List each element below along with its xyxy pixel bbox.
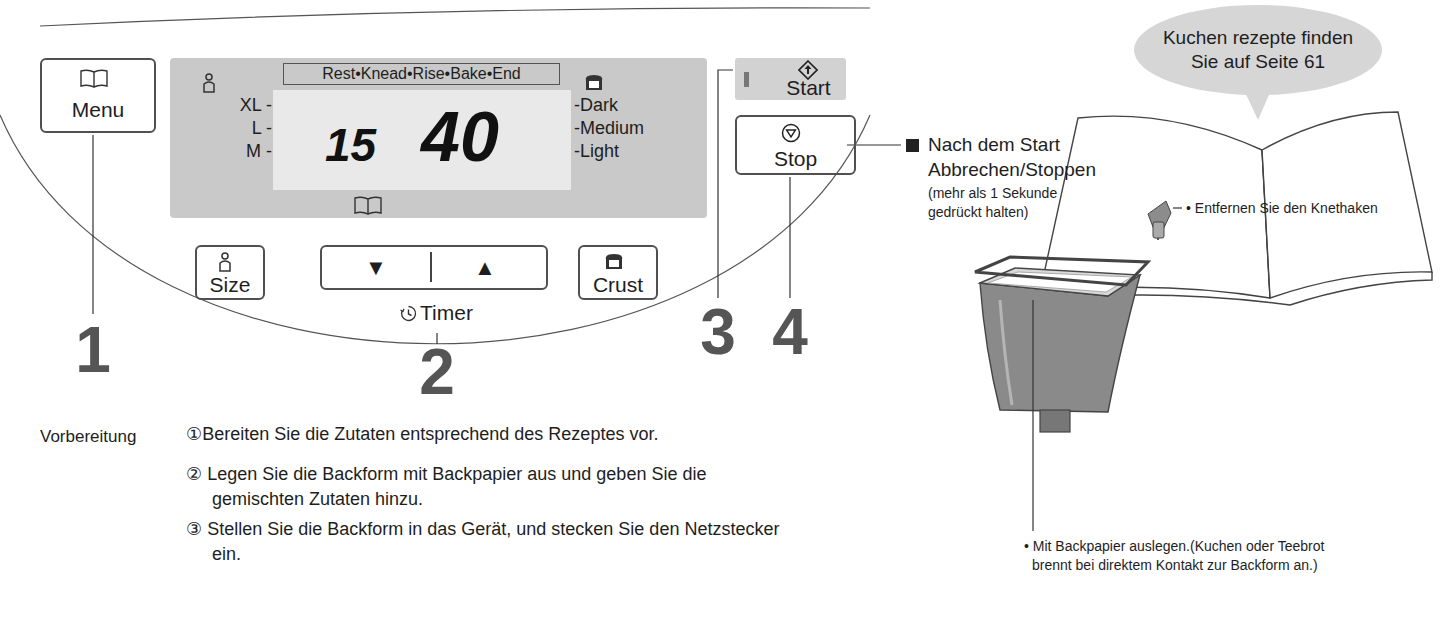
pan-shine bbox=[1000, 300, 1012, 405]
stop-note: Nach dem Start Abbrechen/Stoppen bbox=[928, 132, 1113, 182]
icon bbox=[353, 195, 383, 216]
icon-part bbox=[200, 72, 218, 94]
node-text: Size bbox=[197, 273, 263, 297]
node-text: 15 bbox=[325, 120, 376, 170]
icon-part-part bbox=[204, 74, 214, 92]
step-text: ② Legen Sie die Backform mit Backpapier … bbox=[186, 462, 801, 512]
leader-line bbox=[789, 177, 790, 298]
pan-body bbox=[980, 275, 1140, 412]
step-text: ③ Stellen Sie die Backform in das Gerät,… bbox=[186, 517, 801, 567]
stop-button: Stop bbox=[735, 115, 856, 175]
housing-edge bbox=[40, 8, 870, 26]
node-text: 40 bbox=[421, 100, 499, 174]
node-text: XL - bbox=[200, 94, 272, 116]
size-button: Size bbox=[195, 245, 265, 300]
section-heading: Vorbereitung bbox=[40, 424, 136, 449]
icon-part-part bbox=[783, 125, 800, 142]
pan-handle bbox=[975, 257, 1148, 285]
bullet-square bbox=[906, 139, 919, 152]
icon-part bbox=[400, 305, 417, 322]
icon bbox=[200, 72, 218, 94]
node-text: Crust bbox=[580, 273, 656, 297]
callout-number: 2 bbox=[417, 340, 457, 404]
leader-line bbox=[1173, 207, 1182, 208]
icon-part-part bbox=[81, 70, 107, 87]
leader-line bbox=[718, 70, 733, 298]
icon bbox=[781, 123, 801, 143]
callout-number: 3 bbox=[698, 300, 738, 364]
node-text: ▼ bbox=[322, 255, 430, 281]
node-text: L - bbox=[200, 117, 272, 139]
timer-button: ▼▲Timer bbox=[320, 245, 548, 290]
icon-part bbox=[353, 195, 383, 216]
node-text: -Medium bbox=[574, 117, 644, 139]
icon-part-part bbox=[805, 65, 812, 74]
leader-line bbox=[1032, 300, 1033, 531]
icon-part-part bbox=[409, 310, 412, 316]
menu-button: Menu bbox=[40, 58, 156, 133]
icon-part-part bbox=[787, 130, 796, 137]
icon-part bbox=[781, 123, 801, 143]
icon bbox=[603, 252, 625, 270]
pan-foot bbox=[1040, 410, 1070, 432]
book-spine bbox=[1262, 150, 1270, 298]
callout-number: 4 bbox=[770, 300, 810, 364]
node-text: Kuchen rezepte finden Sie auf Seite 61 bbox=[1153, 26, 1363, 74]
icon-part-part bbox=[744, 72, 749, 87]
node-text: Timer bbox=[420, 301, 473, 325]
icon bbox=[744, 72, 749, 87]
icon bbox=[583, 73, 605, 91]
node-text: M - bbox=[200, 140, 272, 162]
icon-part-part bbox=[606, 254, 623, 269]
kneading-blade bbox=[1148, 201, 1182, 240]
node-text: -Dark bbox=[574, 94, 618, 116]
icon-part bbox=[603, 252, 625, 270]
step-text: ①Bereiten Sie die Zutaten entsprechend d… bbox=[186, 422, 801, 447]
callout-number: 1 bbox=[73, 318, 113, 382]
node-text: -Light bbox=[574, 140, 619, 162]
start-button: Start bbox=[735, 58, 846, 100]
leader-line bbox=[92, 135, 93, 314]
icon-part bbox=[216, 251, 234, 273]
blade-shape bbox=[1148, 201, 1171, 240]
baking-pan bbox=[975, 257, 1148, 531]
icon-part-part bbox=[220, 253, 230, 271]
lcd-window: 1540 bbox=[273, 90, 571, 190]
node-text: Start bbox=[775, 76, 842, 100]
blade-hub bbox=[1153, 222, 1164, 238]
icon bbox=[79, 68, 109, 89]
icon-part bbox=[1133, 4, 1383, 96]
icon-part-part bbox=[355, 197, 381, 214]
icon-part-part bbox=[430, 252, 432, 282]
icon-part bbox=[744, 72, 749, 87]
pan-rim bbox=[980, 268, 1140, 296]
icon bbox=[1133, 4, 1383, 96]
icon-part-part bbox=[609, 260, 619, 267]
stop-hint: (mehr als 1 Sekunde gedrückt halten) bbox=[928, 184, 1098, 222]
icon-part bbox=[79, 68, 109, 89]
icon-part bbox=[583, 73, 605, 91]
icon-part bbox=[430, 252, 432, 282]
icon-part-part bbox=[402, 306, 416, 320]
node-text: Rest•Knead•Rise•Bake•End bbox=[283, 63, 560, 85]
part-note: • Entfernen Sie den Knethaken bbox=[1186, 199, 1378, 217]
node-text: Stop bbox=[737, 147, 854, 171]
icon bbox=[216, 251, 234, 273]
icon bbox=[430, 252, 432, 282]
icon-part-part bbox=[586, 75, 603, 90]
speech-bubble: Kuchen rezepte finden Sie auf Seite 61 bbox=[1133, 4, 1383, 96]
display-panel: Rest•Knead•Rise•Bake•EndXL -L -M --Dark-… bbox=[170, 58, 707, 218]
icon bbox=[400, 305, 417, 322]
icon-part-part bbox=[401, 309, 405, 312]
icon-part-part bbox=[589, 81, 599, 88]
part-note: • Mit Backpapier auslegen.(Kuchen oder T… bbox=[1024, 537, 1354, 575]
crust-button: Crust bbox=[578, 245, 658, 300]
icon-part-part bbox=[1134, 5, 1382, 95]
node-text: Menu bbox=[42, 98, 154, 122]
node-text: ▲ bbox=[432, 255, 538, 281]
